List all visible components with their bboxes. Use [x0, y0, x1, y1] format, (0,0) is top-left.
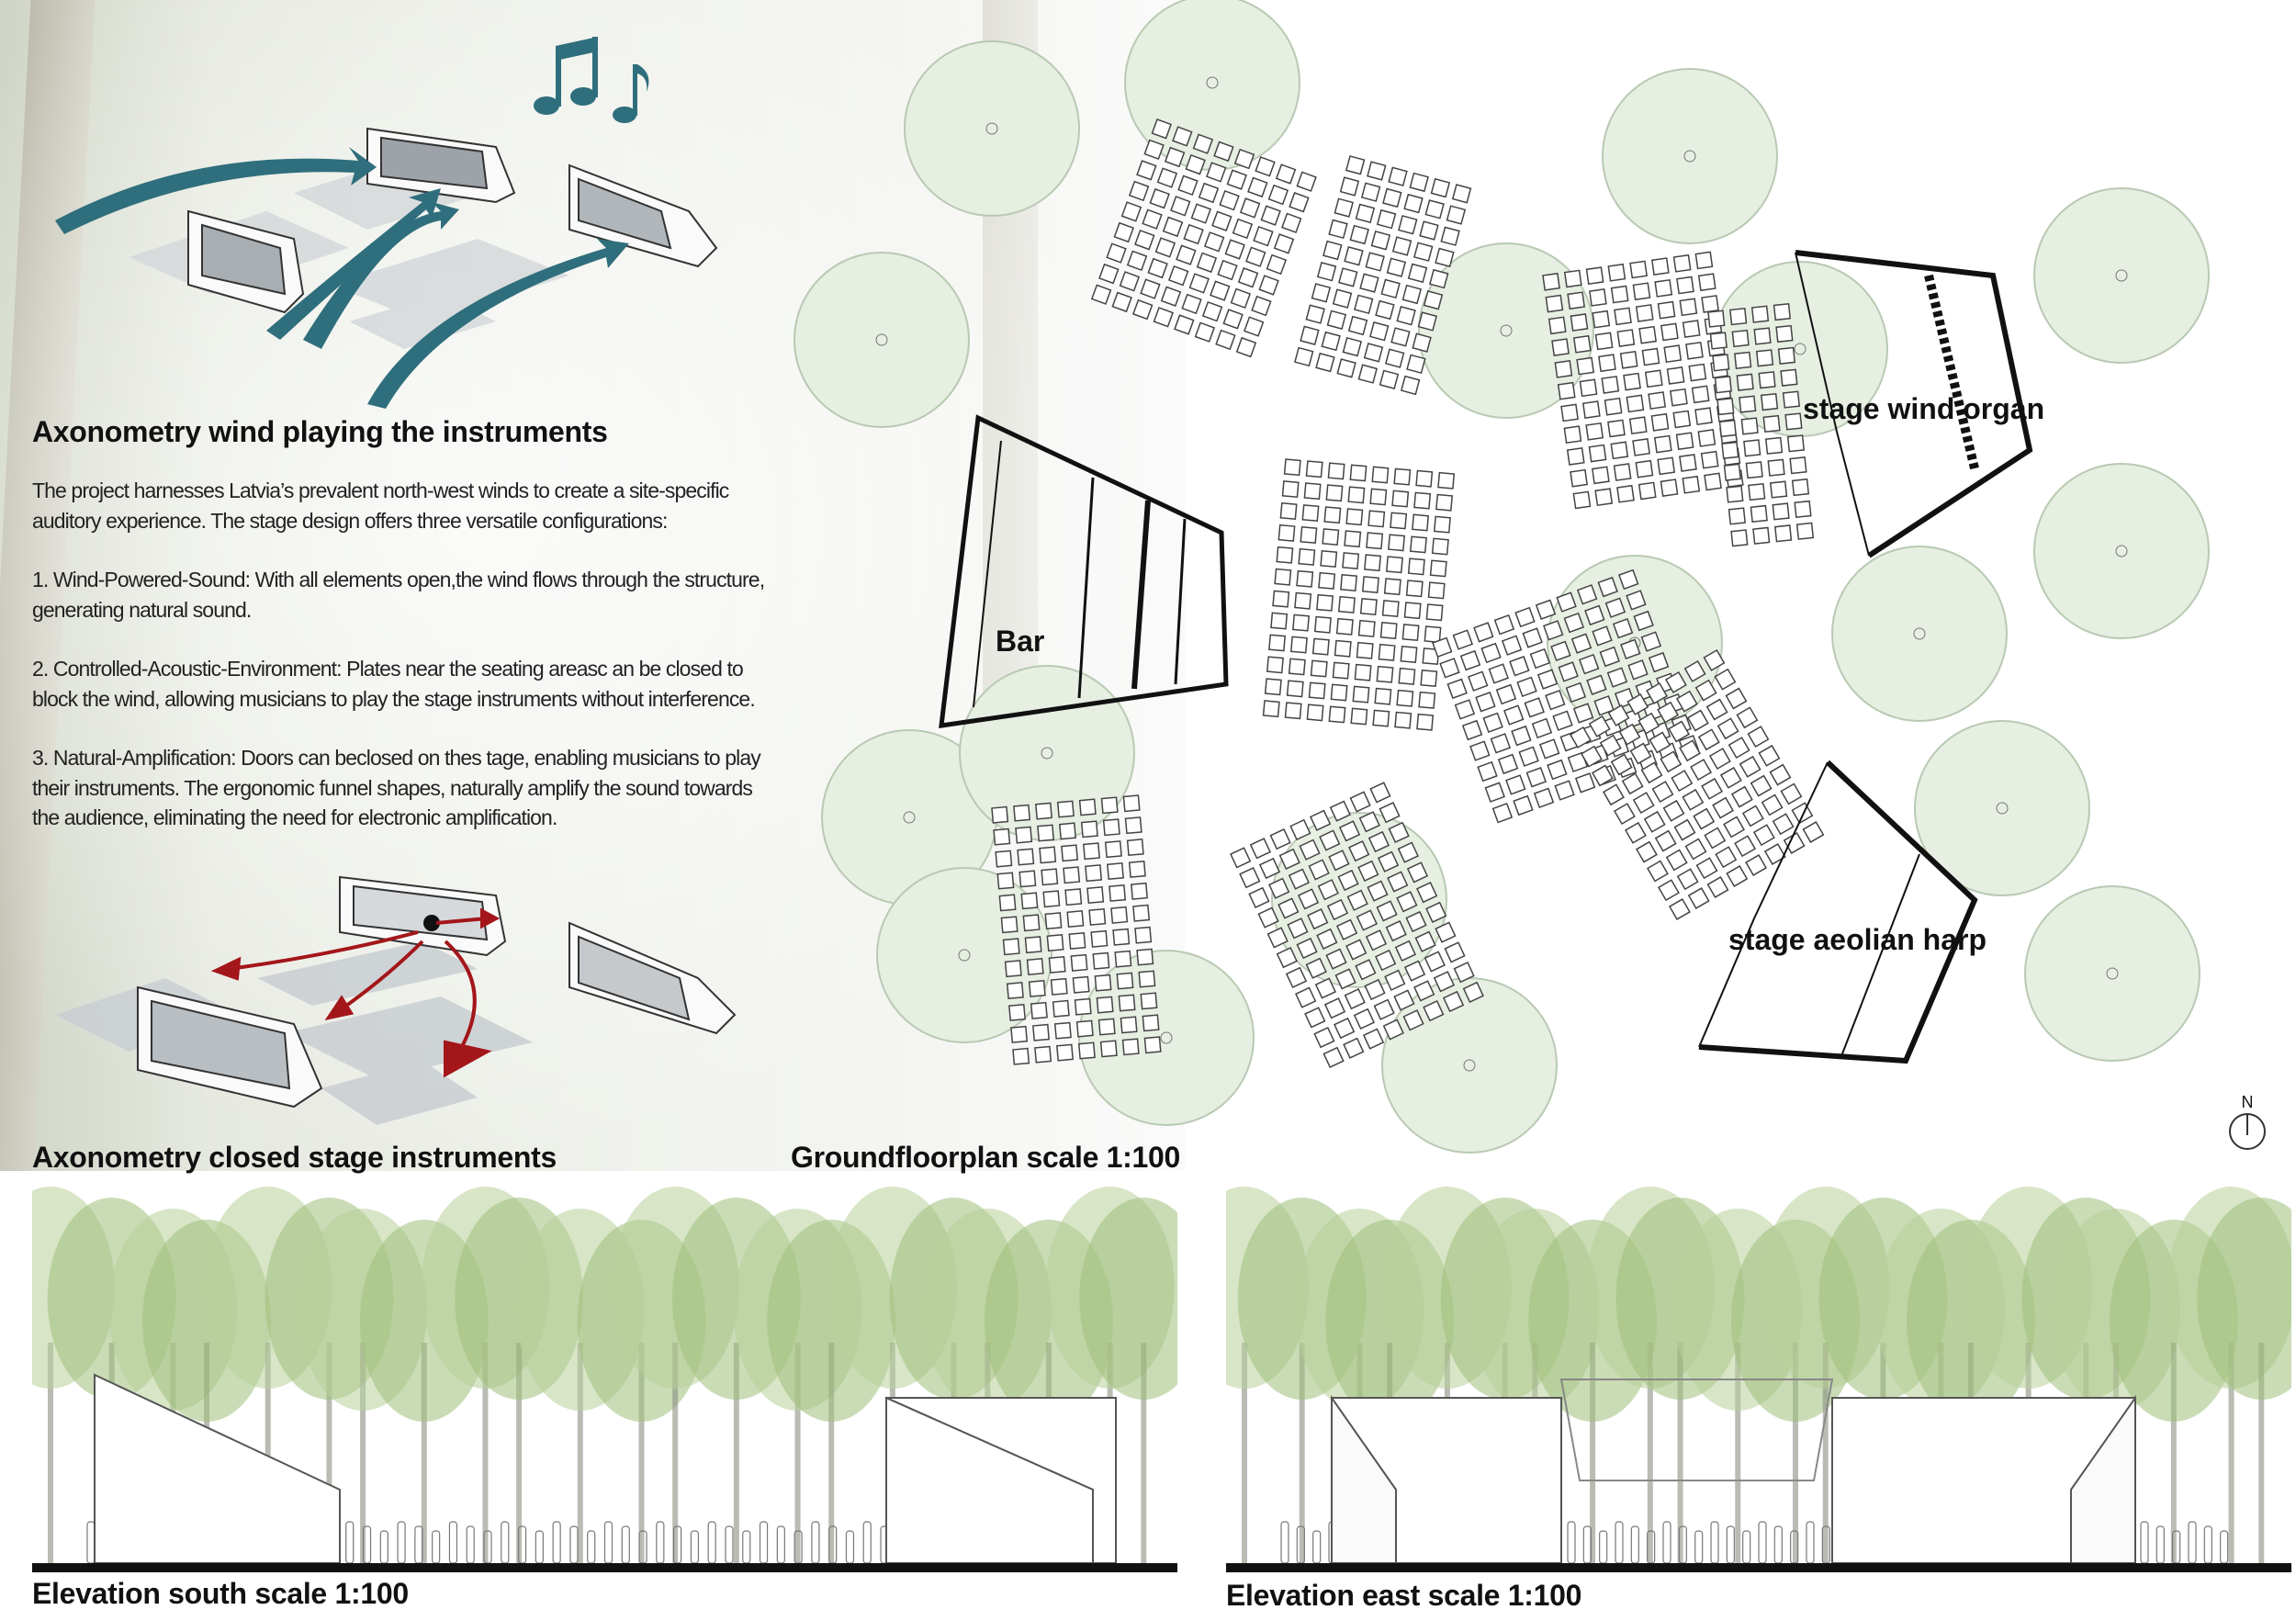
- seat-block: [991, 794, 1162, 1065]
- person-silhouette: [1726, 1525, 1735, 1564]
- axonometry-wind-diagram: [55, 127, 718, 409]
- person-silhouette: [448, 1521, 458, 1564]
- person-silhouette: [2155, 1525, 2165, 1564]
- project-description: The project harnesses Latvia’s prevalent…: [32, 476, 767, 833]
- music-notes-icon: [534, 37, 649, 123]
- wind-organ-stage: [1795, 250, 2033, 558]
- person-silhouette: [603, 1521, 613, 1564]
- person-silhouette: [397, 1521, 406, 1564]
- seat-block: [1294, 155, 1472, 396]
- seat-block: [1542, 251, 1744, 510]
- person-silhouette: [501, 1521, 510, 1564]
- elevation-tree: [2197, 1198, 2291, 1400]
- north-arrow-icon: N: [2227, 1093, 2268, 1150]
- person-silhouette: [86, 1521, 96, 1564]
- person-silhouette: [587, 1530, 596, 1564]
- person-silhouette: [1312, 1530, 1322, 1564]
- person-silhouette: [2188, 1521, 2197, 1564]
- person-silhouette: [1694, 1530, 1704, 1564]
- person-silhouette: [707, 1521, 716, 1564]
- person-silhouette: [759, 1521, 769, 1564]
- elevation-east-title: Elevation east scale 1:100: [1226, 1579, 1582, 1612]
- wind-organ-label: stage wind organ: [1803, 392, 2045, 425]
- person-silhouette: [621, 1525, 630, 1564]
- seat-block: [1262, 458, 1456, 731]
- description-point-2: 2. Controlled-Acoustic-Environment: Plat…: [32, 657, 756, 711]
- tree-canopy: [1602, 68, 1778, 244]
- person-silhouette: [345, 1521, 355, 1564]
- tree-canopy: [1831, 546, 2008, 722]
- person-silhouette: [1662, 1521, 1671, 1564]
- person-silhouette: [1758, 1521, 1767, 1564]
- axonometry-wind-title: Axonometry wind playing the instruments: [32, 415, 608, 448]
- description-point-1: 1. Wind-Powered-Sound: With all elements…: [32, 568, 765, 622]
- person-silhouette: [725, 1525, 734, 1564]
- tree-canopy: [904, 40, 1080, 217]
- person-silhouette: [742, 1530, 751, 1564]
- person-silhouette: [379, 1530, 388, 1564]
- bar-label: Bar: [996, 625, 1045, 658]
- groundfloorplan-title: Groundfloorplan scale 1:100: [791, 1141, 1181, 1174]
- elevation-south-drawing: [32, 1177, 1177, 1574]
- person-silhouette: [552, 1521, 561, 1564]
- ground-floor-plan: [793, 0, 2210, 1154]
- tree-canopy: [2033, 187, 2210, 364]
- person-silhouette: [2203, 1525, 2212, 1564]
- person-silhouette: [2220, 1530, 2229, 1564]
- person-silhouette: [862, 1521, 872, 1564]
- person-silhouette: [776, 1525, 785, 1564]
- elevation-south-title: Elevation south scale 1:100: [32, 1577, 409, 1610]
- aeolian-harp-label: stage aeolian harp: [1728, 923, 1986, 956]
- person-silhouette: [1615, 1521, 1624, 1564]
- tree-canopy: [1914, 720, 2090, 896]
- person-silhouette: [535, 1530, 544, 1564]
- axonometry-closed-title: Axonometry closed stage instruments: [32, 1141, 557, 1174]
- bar-structure: [939, 414, 1229, 728]
- seat-block: [1230, 782, 1484, 1069]
- person-silhouette: [1280, 1521, 1289, 1564]
- description-intro: The project harnesses Latvia’s prevalent…: [32, 478, 729, 533]
- person-silhouette: [1599, 1530, 1608, 1564]
- seat-block: [1569, 648, 1825, 920]
- person-silhouette: [432, 1530, 441, 1564]
- person-silhouette: [2140, 1521, 2149, 1564]
- seat-block: [1707, 302, 1815, 547]
- elevation-tree: [1079, 1198, 1177, 1400]
- seat-block: [1090, 118, 1317, 358]
- person-silhouette: [1742, 1530, 1751, 1564]
- person-silhouette: [690, 1530, 700, 1564]
- tree-canopy: [793, 252, 970, 428]
- person-silhouette: [569, 1525, 579, 1564]
- tree-canopy: [2033, 463, 2210, 639]
- person-silhouette: [414, 1525, 423, 1564]
- north-label: N: [2241, 1093, 2254, 1111]
- person-silhouette: [1630, 1525, 1639, 1564]
- axonometry-closed-diagram: [55, 875, 737, 1125]
- person-silhouette: [1773, 1525, 1783, 1564]
- elevation-east-drawing: [1226, 1177, 2291, 1574]
- person-silhouette: [811, 1521, 820, 1564]
- person-silhouette: [1567, 1521, 1576, 1564]
- aeolian-harp-stage: [1698, 760, 1978, 1064]
- tree-canopy: [1078, 950, 1255, 1126]
- person-silhouette: [1806, 1521, 1815, 1564]
- description-point-3: 3. Natural-Amplification: Doors can becl…: [32, 746, 761, 829]
- person-silhouette: [656, 1521, 665, 1564]
- person-silhouette: [1710, 1521, 1719, 1564]
- person-silhouette: [845, 1530, 855, 1564]
- tree-canopy: [2024, 885, 2200, 1062]
- person-silhouette: [466, 1525, 475, 1564]
